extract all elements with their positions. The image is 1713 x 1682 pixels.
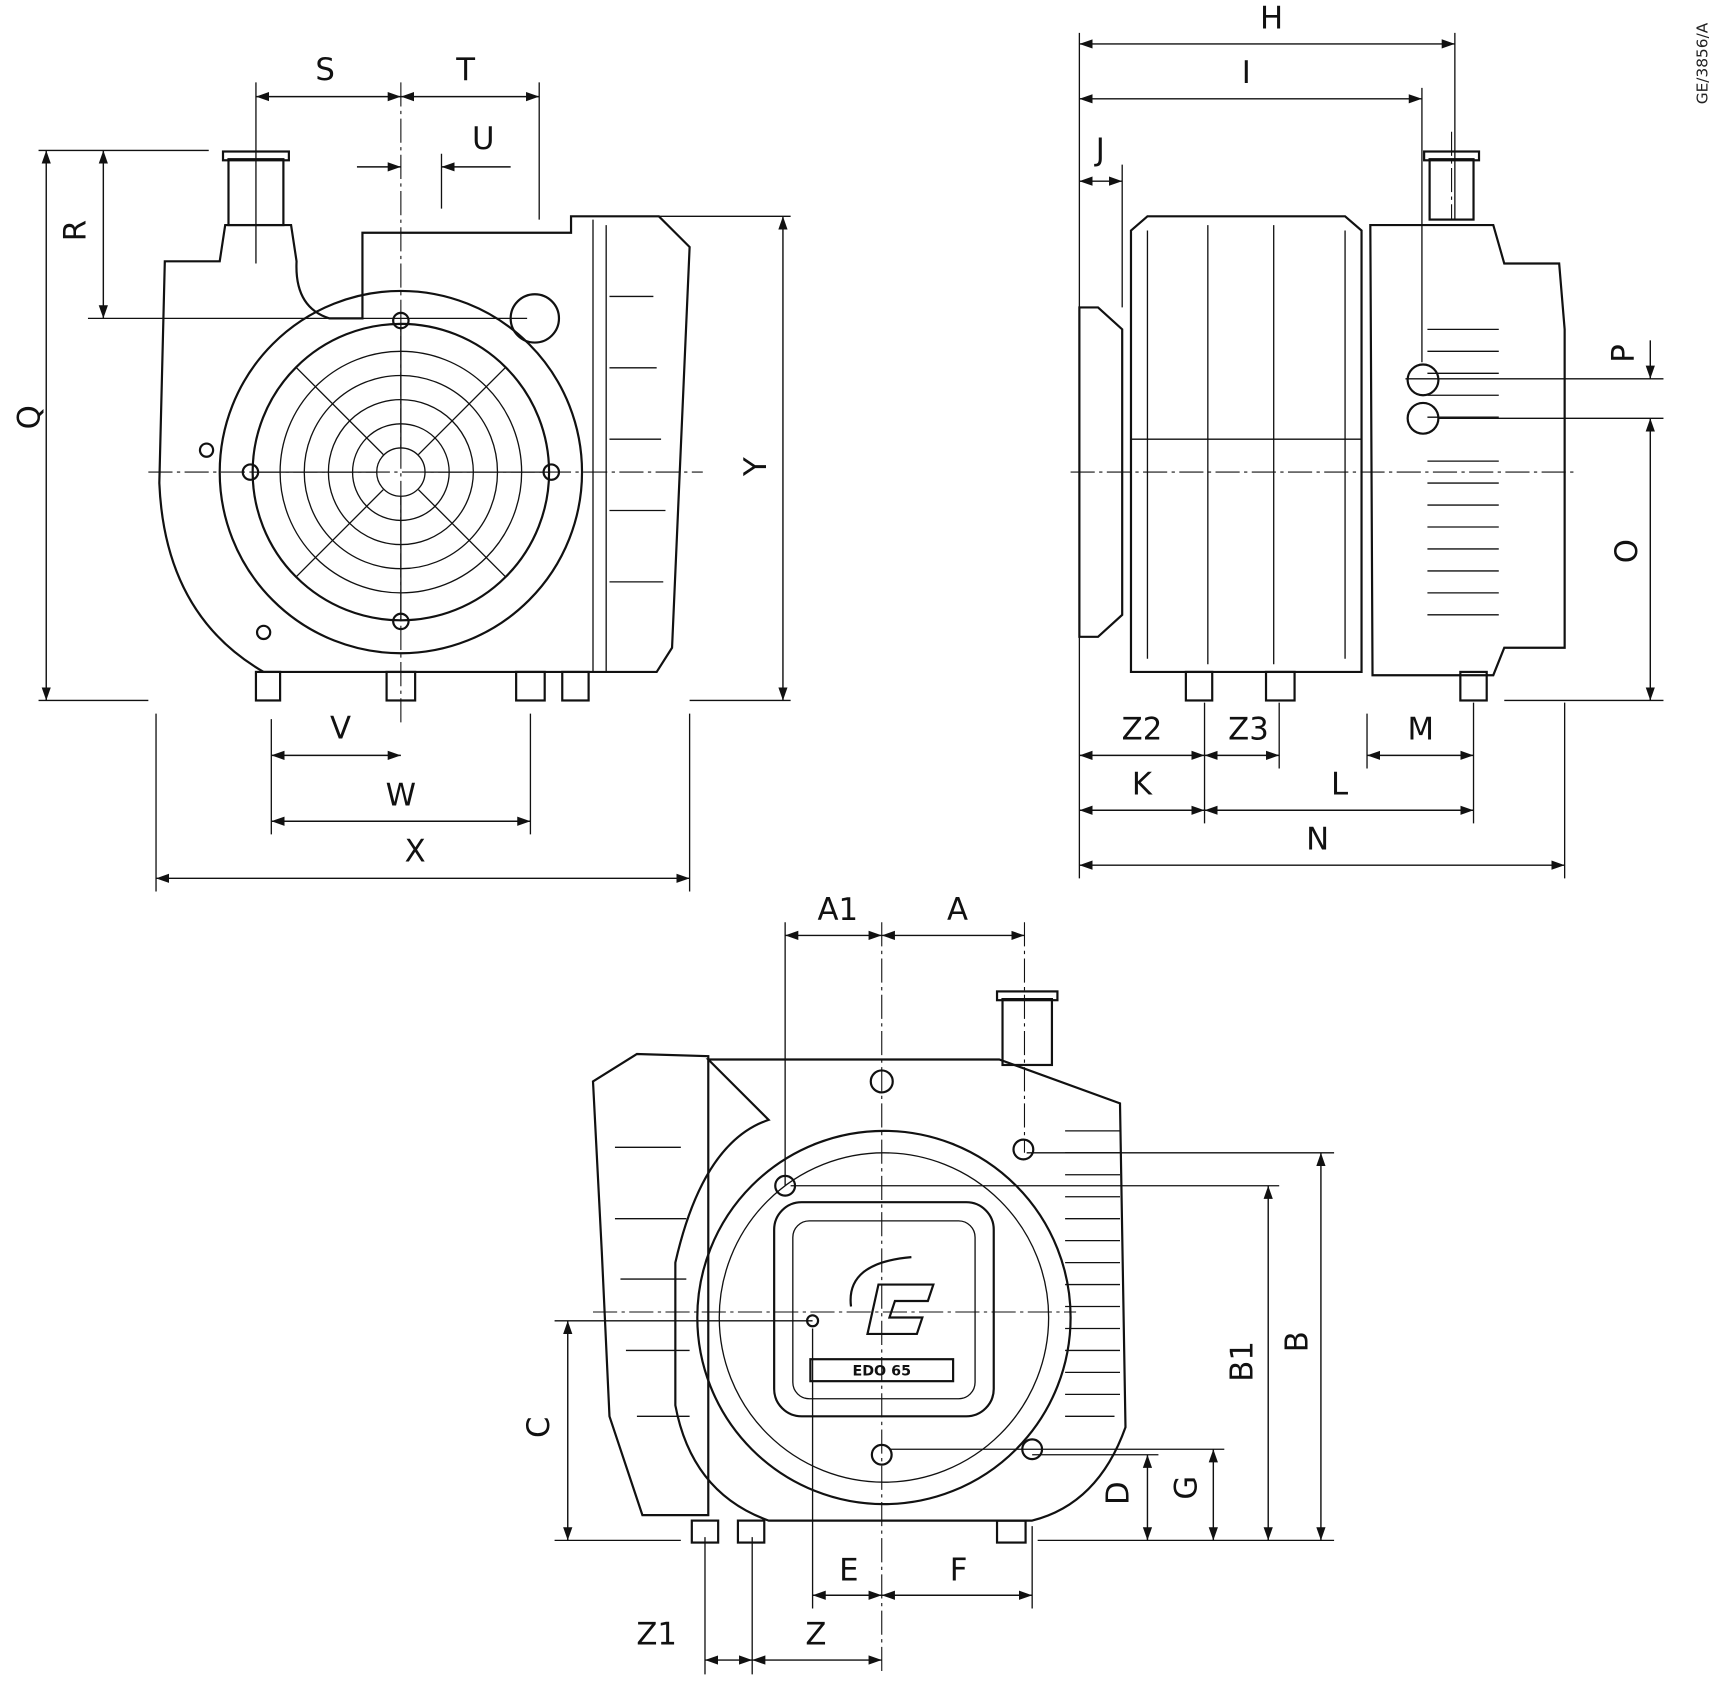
dim-label-m: M bbox=[1408, 712, 1435, 748]
rear-screws bbox=[774, 1069, 1044, 1466]
outlet-flange bbox=[995, 990, 1059, 1067]
drawing-id: GE/3856/A bbox=[1693, 22, 1711, 104]
dim-label-n: N bbox=[1306, 821, 1329, 857]
dim-label-h: H bbox=[1260, 0, 1283, 36]
dim-label-e: E bbox=[839, 1553, 858, 1589]
dim-label-g: G bbox=[1169, 1476, 1205, 1500]
dim-label-z2: Z2 bbox=[1122, 712, 1163, 748]
side-body-outline bbox=[1129, 215, 1363, 674]
motor-outline bbox=[1369, 223, 1566, 677]
dim-label-f: F bbox=[950, 1553, 968, 1589]
dim-label-p: P bbox=[1606, 344, 1642, 363]
dim-label-r: R bbox=[57, 220, 93, 241]
dim-label-o: O bbox=[1609, 539, 1645, 563]
fan-screws bbox=[198, 311, 561, 641]
dim-label-z: Z bbox=[805, 1616, 826, 1652]
cooling-fins bbox=[696, 1129, 1120, 1506]
dim-label-b1: B1 bbox=[1225, 1341, 1261, 1382]
feet bbox=[254, 670, 590, 702]
dim-label-j: J bbox=[1094, 132, 1105, 168]
dim-label-q: Q bbox=[11, 405, 47, 429]
dim-label-i: I bbox=[1242, 55, 1251, 91]
dim-label-z3: Z3 bbox=[1228, 712, 1269, 748]
dim-label-b: B bbox=[1279, 1331, 1315, 1352]
dim-label-k: K bbox=[1132, 767, 1153, 803]
pump-body-outline bbox=[158, 215, 691, 674]
dim-label-a1: A1 bbox=[818, 892, 859, 928]
dim-label-s: S bbox=[315, 52, 335, 88]
main-housing bbox=[674, 1058, 1127, 1522]
dim-label-w: W bbox=[386, 778, 416, 814]
dim-label-y: Y bbox=[738, 457, 774, 477]
left-housing bbox=[591, 1052, 710, 1517]
dim-label-l: L bbox=[1331, 767, 1348, 803]
logo-panel: EDO 65 bbox=[773, 1201, 995, 1418]
dim-label-u: U bbox=[472, 121, 495, 157]
front-view: S T U Q R Y V W X bbox=[11, 52, 791, 892]
side-view: H I J P O Z2 Z3 M K L N bbox=[1070, 0, 1664, 879]
dim-label-a: A bbox=[947, 892, 968, 928]
dim-label-x: X bbox=[405, 834, 426, 870]
dim-label-z1: Z1 bbox=[636, 1616, 677, 1652]
dim-label-v: V bbox=[330, 711, 351, 747]
dim-label-d: D bbox=[1100, 1481, 1136, 1505]
rear-view: EDO 65 A1 A C D G B1 B E bbox=[521, 892, 1335, 1675]
dim-label-c: C bbox=[521, 1417, 557, 1438]
edwards-logo bbox=[849, 1256, 935, 1336]
dim-label-t: T bbox=[455, 52, 475, 88]
